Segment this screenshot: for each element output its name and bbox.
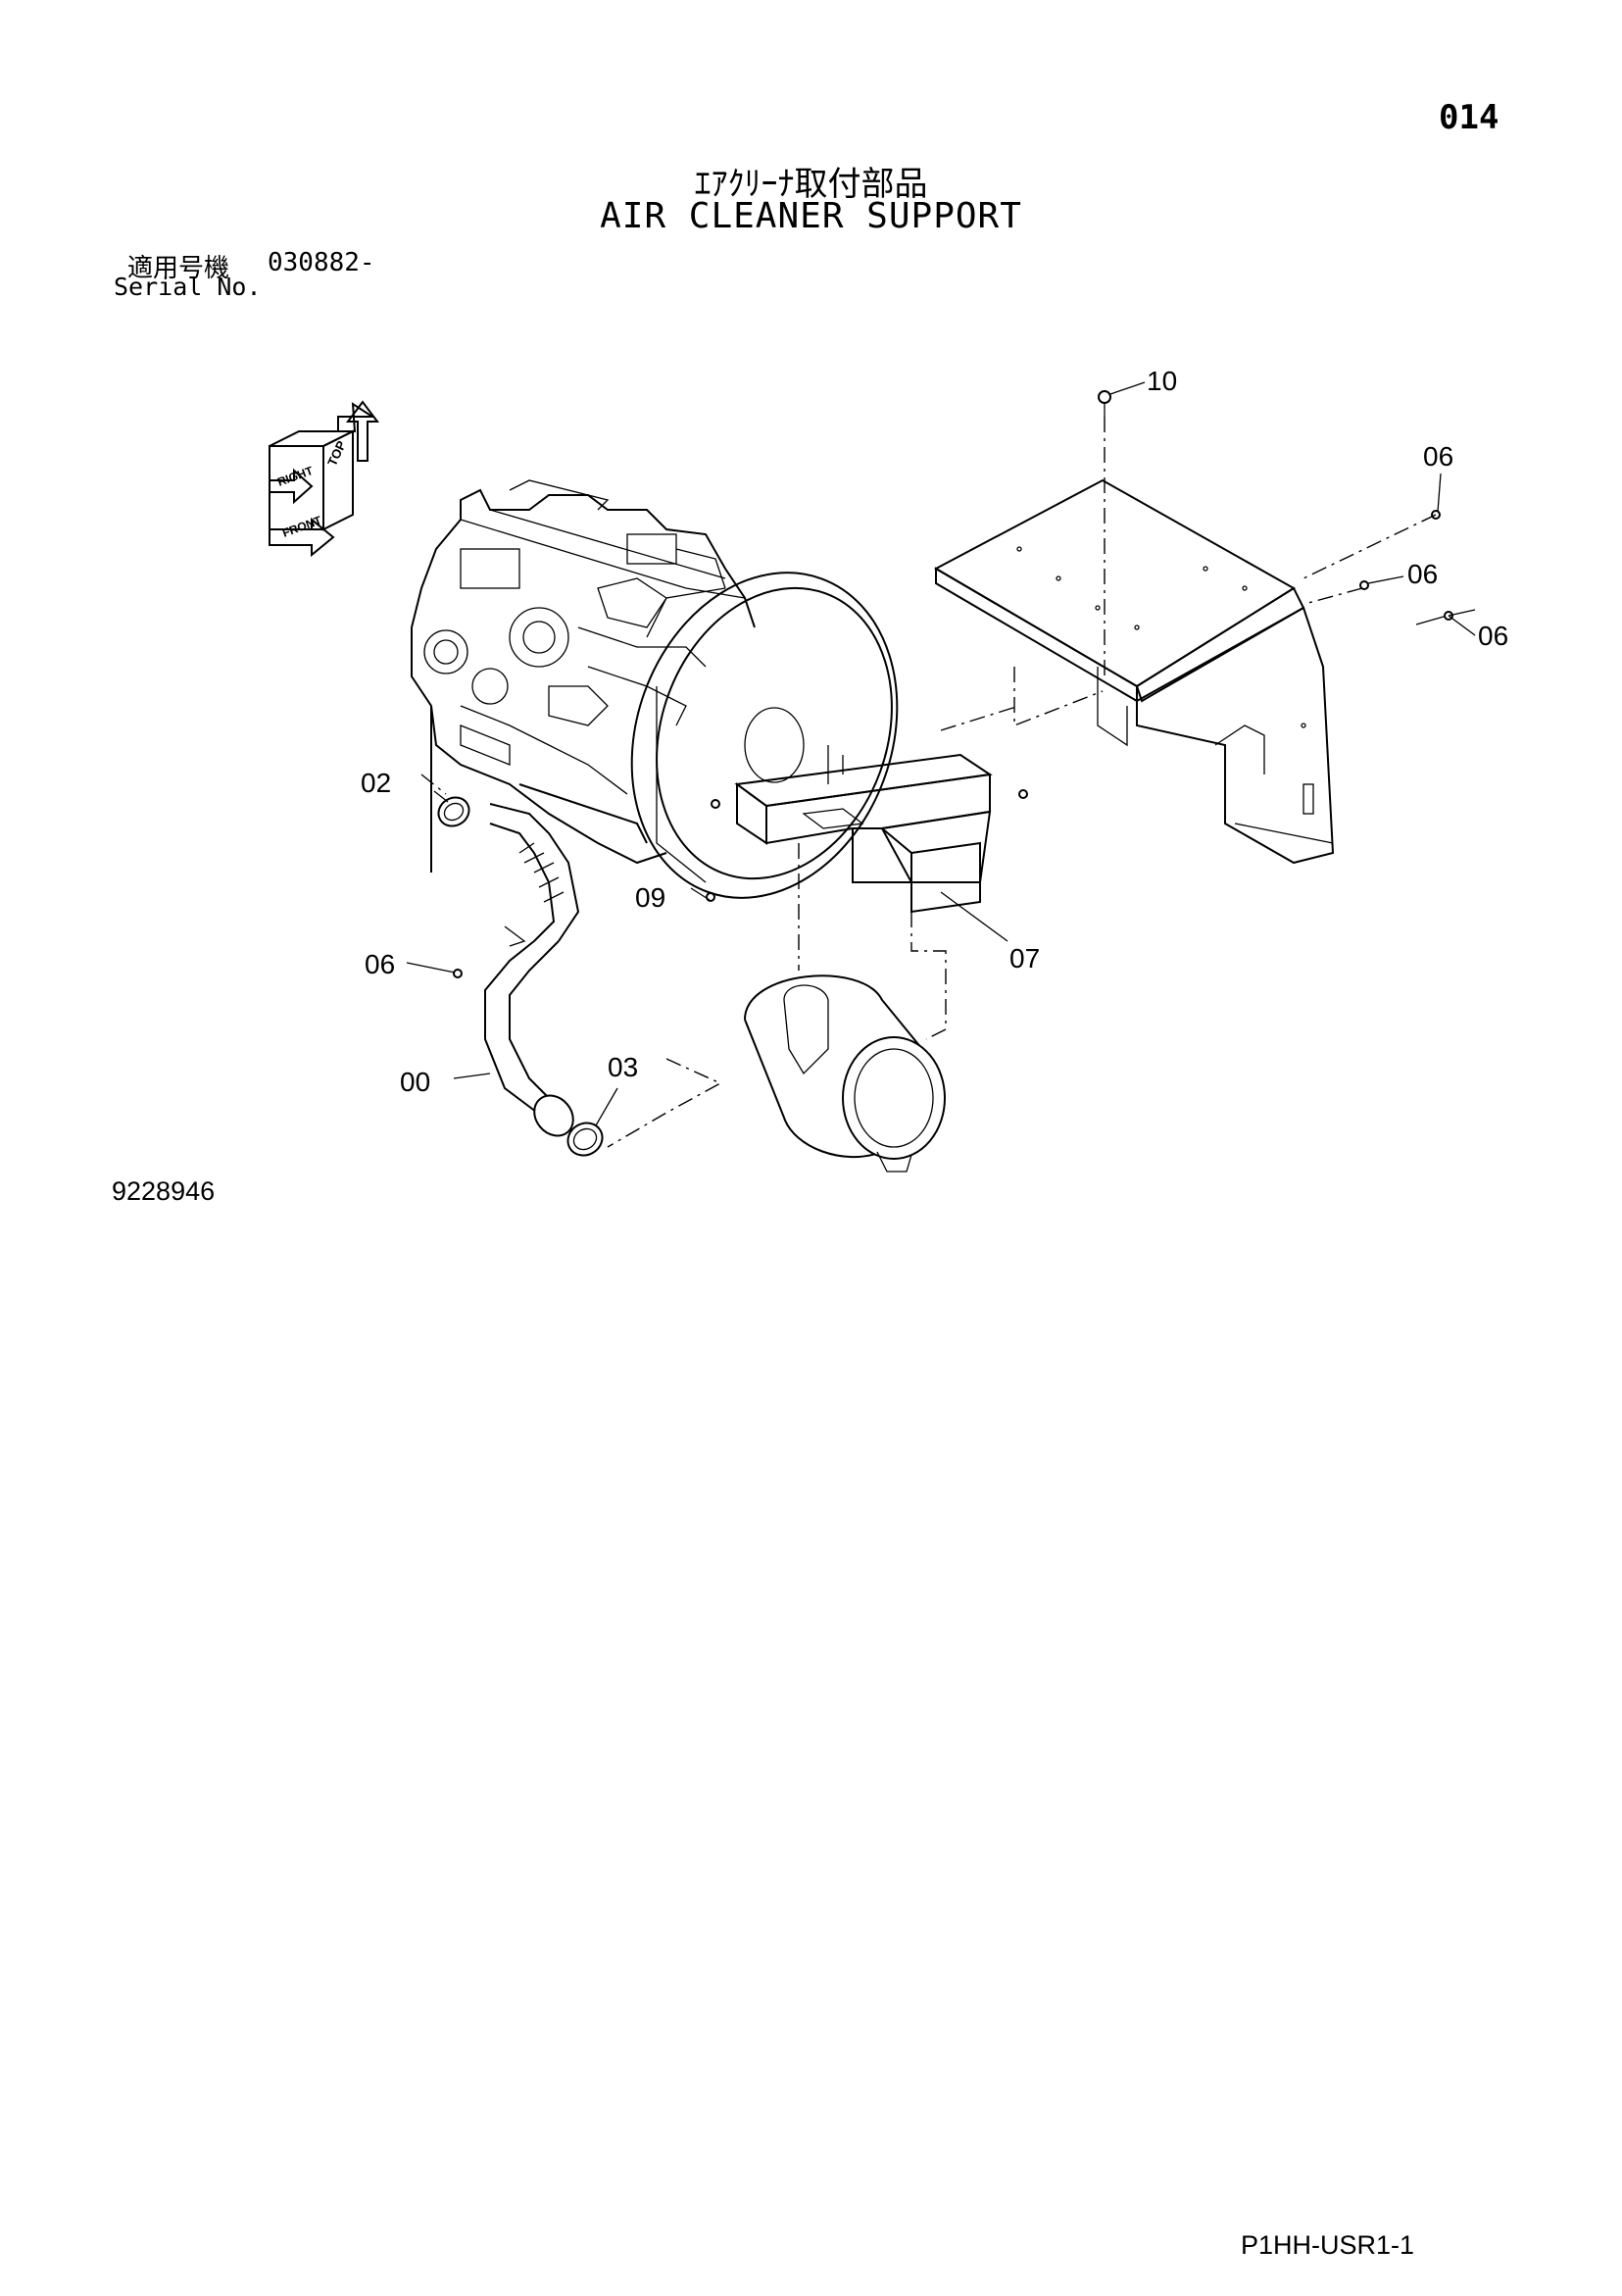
callout-10: 10 bbox=[1147, 366, 1177, 396]
assembly-lines bbox=[420, 417, 1437, 1148]
callout-06-left: 06 bbox=[365, 949, 395, 979]
callout-02: 02 bbox=[361, 768, 391, 798]
title-english: AIR CLEANER SUPPORT bbox=[600, 196, 1022, 236]
callout-06-top: 06 bbox=[1423, 441, 1453, 472]
callout-06-middle: 06 bbox=[1407, 559, 1438, 589]
callout-03: 03 bbox=[608, 1052, 638, 1082]
title-japanese: ｴｱｸﾘｰﾅ取付部品 bbox=[694, 165, 928, 204]
orientation-indicator: TOP RIGHT FRONT bbox=[269, 400, 379, 558]
clamp-03-drawing bbox=[566, 1122, 604, 1157]
callout-00: 00 bbox=[400, 1067, 430, 1097]
clamp-02-drawing bbox=[437, 796, 470, 827]
orientation-front-label: FRONT bbox=[280, 513, 323, 540]
bracket-drawing bbox=[734, 745, 993, 914]
callout-06-right: 06 bbox=[1478, 621, 1508, 651]
air-cleaner-drawing bbox=[744, 974, 946, 1173]
callout-07: 07 bbox=[1009, 943, 1040, 973]
engine-drawing bbox=[411, 479, 756, 873]
bolt-10-drawing bbox=[1098, 390, 1111, 417]
page-number: 014 bbox=[1439, 98, 1499, 137]
serial-label-japanese: 適用号機 bbox=[127, 254, 230, 283]
drawing-number: 9228946 bbox=[112, 1176, 216, 1206]
serial-label-english: Serial No. bbox=[114, 273, 262, 301]
callout-09: 09 bbox=[635, 882, 665, 913]
cover-plate-drawing bbox=[933, 478, 1335, 865]
bolt-drawings bbox=[453, 510, 1453, 978]
flywheel-housing-drawing bbox=[630, 572, 899, 899]
page-code: P1HH-USR1-1 bbox=[1241, 2230, 1415, 2260]
intake-hose-drawing bbox=[484, 803, 580, 1137]
serial-value: 030882- bbox=[268, 248, 375, 277]
leader-lines bbox=[406, 381, 1476, 1126]
